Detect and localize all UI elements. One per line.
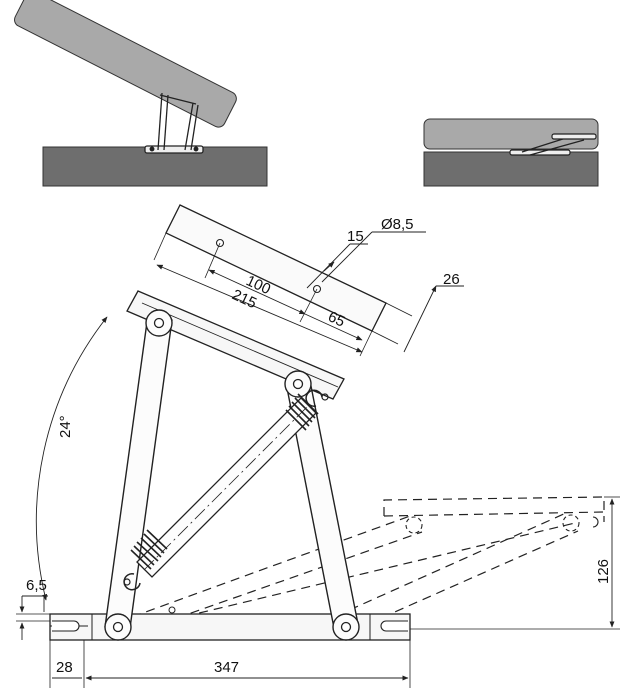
base-height-label: 6,5 [26,577,47,594]
angle-label: 24° [57,415,74,438]
angle-indicator [35,316,108,601]
front-arm [104,319,173,629]
lid-mounting-plate [165,204,387,332]
pivot-pin-3 [292,378,304,390]
pivot-pin-2 [112,621,124,633]
hinge-arms [104,309,360,641]
spring-coil-lower [130,529,168,570]
diameter-label: Ø8,5 [381,216,414,233]
lid-thickness-label: 26 [443,271,460,288]
spring-assembly [123,389,329,591]
closed-lid-illustration [423,118,599,187]
opened-lid-panel [14,0,237,128]
closed-cabinet-panel [423,151,599,187]
open-lid-illustration [14,0,268,187]
pivot-pin-4 [340,621,352,633]
hole-to-end-label: 65 [325,308,347,330]
mini-hinge-open [144,92,204,154]
mini-hinge-closed [509,133,597,156]
pivot-pin-1 [153,317,165,329]
total-length-label: 347 [214,659,239,676]
height-dimension [410,496,620,630]
closed-height-label: 126 [595,559,612,584]
plate-dimension-lines [153,231,464,357]
bottom-dimensions [16,595,411,688]
base-offset-label: 28 [56,659,73,676]
hole-offset-label: 15 [347,228,364,245]
